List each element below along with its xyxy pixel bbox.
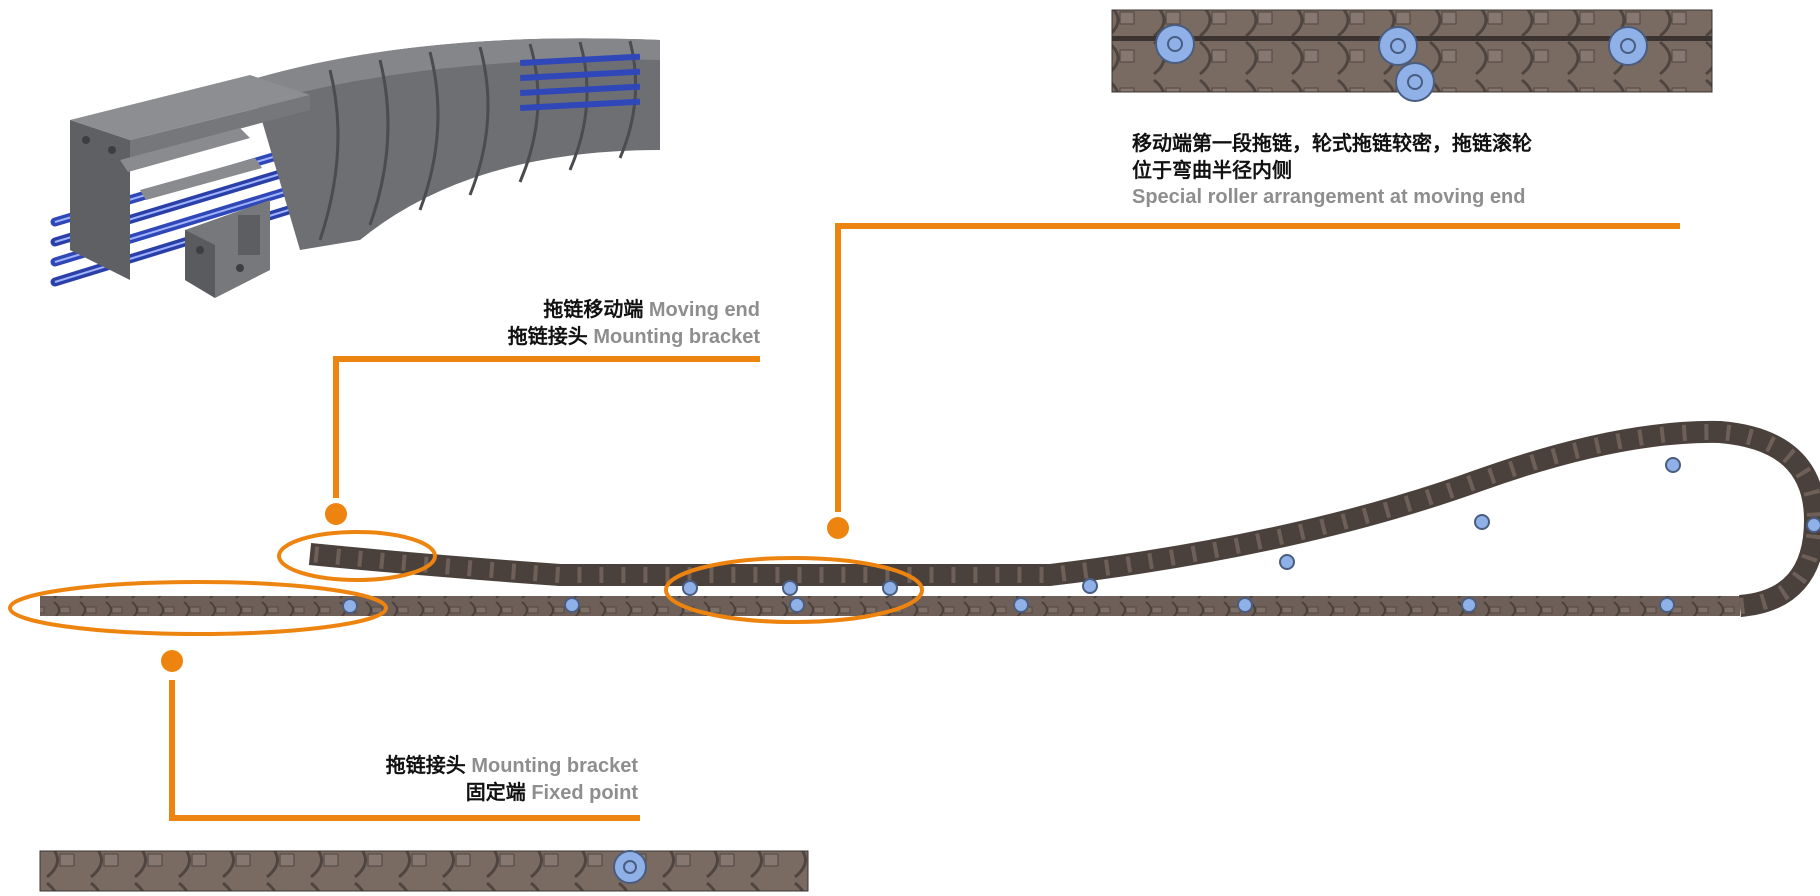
roller-icon — [1082, 578, 1098, 594]
chain-body-3d — [250, 38, 660, 250]
roller-label-en: Special roller arrangement at moving end — [1132, 186, 1526, 208]
fixed-end-label: 拖链接头 Mounting bracket 固定端 Fixed point — [386, 752, 638, 806]
roller-icon — [682, 580, 698, 596]
chain-lower-run — [40, 596, 1740, 616]
roller-icon — [789, 597, 805, 613]
moving-end-line-2: 拖链接头 Mounting bracket — [507, 324, 760, 348]
roller-icon — [1155, 24, 1195, 64]
roller-icon — [1279, 554, 1295, 570]
roller-marker — [827, 517, 849, 539]
roller-arrangement-label: 移动端第一段拖链，轮式拖链较密，拖链滚轮 位于弯曲半径内侧 Special ro… — [1132, 130, 1532, 211]
moving-end-label: 拖链移动端 Moving end 拖链接头 Mounting bracket — [508, 296, 760, 350]
roller-icon — [1659, 597, 1675, 613]
roller-leader — [835, 223, 1680, 512]
roller-icon — [1665, 457, 1681, 473]
fixed-end-highlight — [8, 580, 388, 636]
roller-icon — [1013, 597, 1029, 613]
roller-icon — [1461, 597, 1477, 613]
chain-upper-run — [308, 420, 1820, 617]
roller-icon — [882, 580, 898, 596]
moving-end-leader — [333, 356, 760, 498]
chain-side-view — [40, 420, 1820, 617]
roller-label-zh-2: 位于弯曲半径内侧 — [1132, 158, 1292, 182]
roller-section-highlight — [664, 556, 924, 624]
roller-detail-strip — [1111, 9, 1713, 102]
moving-end-line-1: 拖链移动端 Moving end — [543, 297, 760, 321]
roller-icon — [1237, 597, 1253, 613]
fixed-end-line-1: 拖链接头 Mounting bracket — [385, 753, 638, 777]
roller-icon — [564, 597, 580, 613]
roller-icon — [1806, 517, 1820, 533]
moving-end-bracket-illustration — [50, 38, 660, 298]
fixed-end-marker — [161, 650, 183, 672]
fixed-end-detail-strip — [39, 850, 809, 892]
roller-label-zh-1: 移动端第一段拖链，轮式拖链较密，拖链滚轮 — [1132, 131, 1532, 155]
roller-icon — [1378, 26, 1418, 66]
roller-icon — [1474, 514, 1490, 530]
roller-icon — [1395, 62, 1435, 102]
moving-end-marker — [325, 503, 347, 525]
fixed-end-leader — [169, 680, 640, 821]
roller-icon — [1608, 26, 1648, 66]
roller-icon — [782, 580, 798, 596]
moving-end-highlight — [277, 530, 437, 582]
mounting-bracket-3d — [70, 75, 310, 298]
roller-icon — [342, 598, 358, 614]
fixed-end-line-2: 固定端 Fixed point — [465, 780, 638, 804]
roller-icon — [613, 850, 647, 884]
